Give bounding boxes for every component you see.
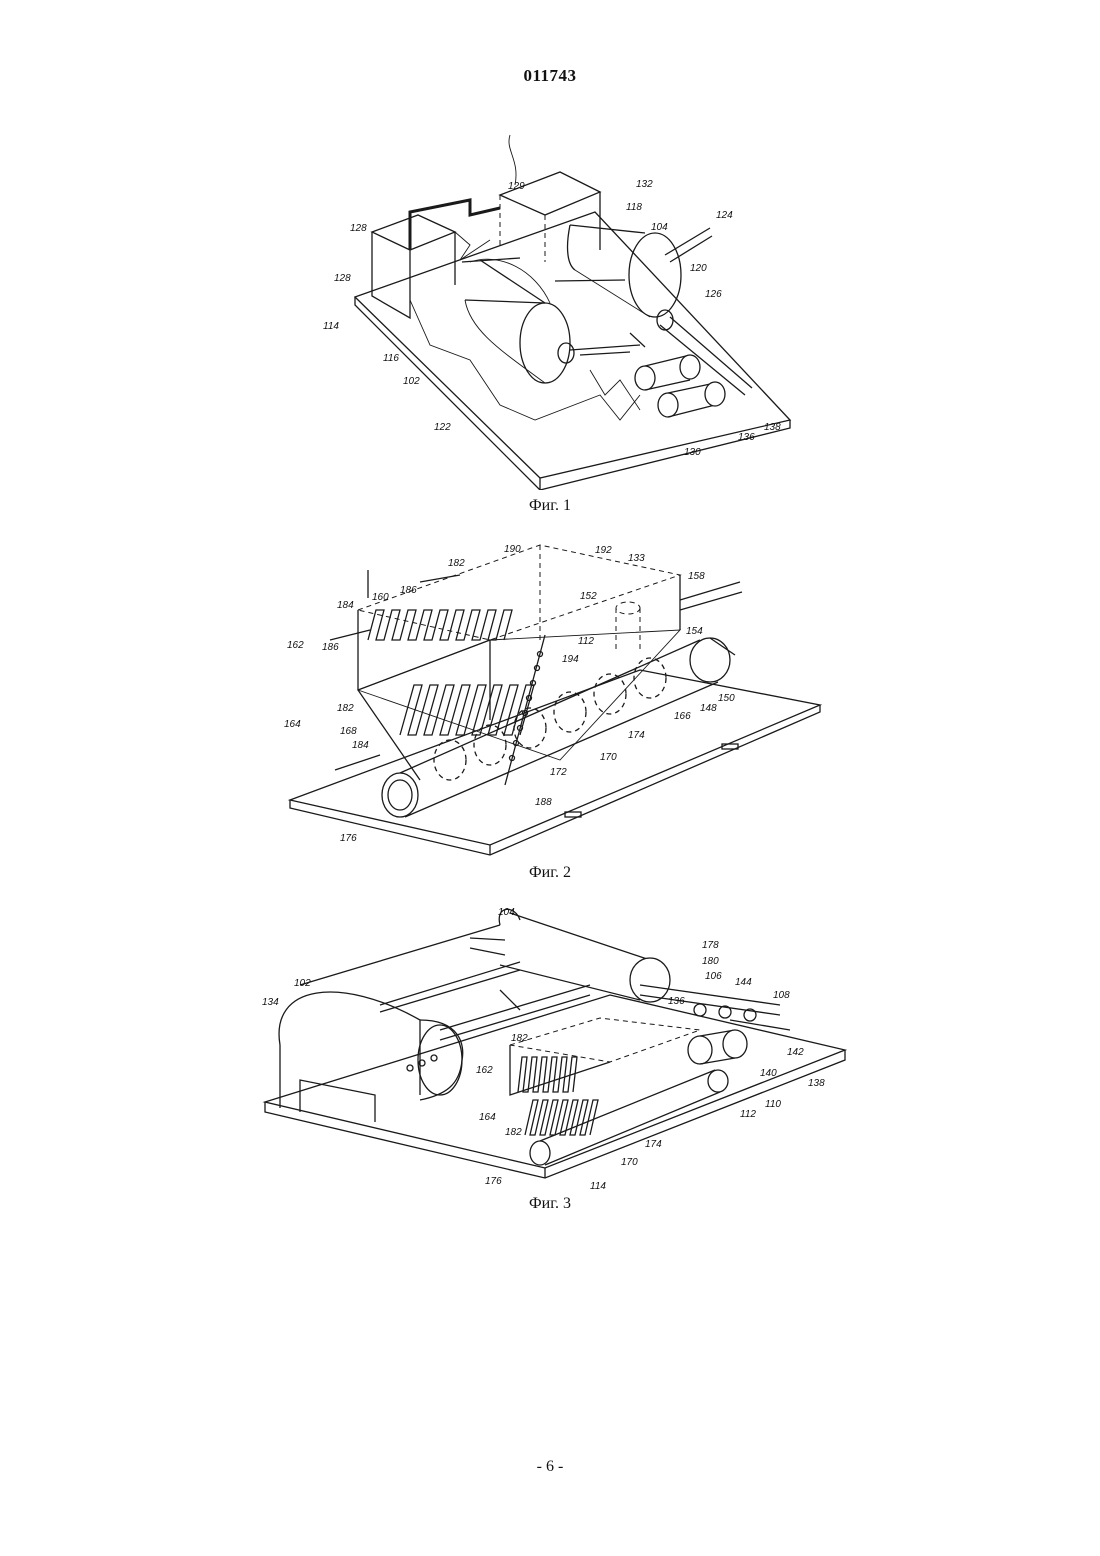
figure-1-label: 129 xyxy=(508,181,525,192)
figure-3-label: 108 xyxy=(773,990,790,1001)
figure-1-drawing: 129 132 118 124 104 128 128 120 126 114 … xyxy=(0,120,1100,490)
figure-2-label: 184 xyxy=(337,600,354,611)
figure-2-label: 194 xyxy=(562,654,579,665)
figure-3-label: 178 xyxy=(702,940,719,951)
figure-1-label: 130 xyxy=(684,447,701,458)
figure-3-label: 142 xyxy=(787,1047,804,1058)
figure-3-label: 136 xyxy=(668,996,685,1007)
figure-3-label: 176 xyxy=(485,1176,502,1187)
figure-1-label: 128 xyxy=(350,223,367,234)
figure-3-label: 182 xyxy=(511,1033,528,1044)
figure-2-label: 190 xyxy=(504,544,521,555)
figure-3-label: 110 xyxy=(765,1099,781,1110)
figure-3-caption: Фиг. 3 xyxy=(0,1195,1100,1213)
figure-1-label: 128 xyxy=(334,273,351,284)
figure-2-label: 166 xyxy=(674,711,691,722)
figure-1-label: 114 xyxy=(323,321,339,332)
figure-1-label: 122 xyxy=(434,422,451,433)
figure-2-label: 158 xyxy=(688,571,705,582)
figure-2-label: 154 xyxy=(686,626,703,637)
figure-1-caption: Фиг. 1 xyxy=(0,497,1100,515)
figure-1-label: 126 xyxy=(705,289,722,300)
figure-1-label: 102 xyxy=(403,376,420,387)
figure-3-label: 140 xyxy=(760,1068,777,1079)
figure-3-label: 102 xyxy=(294,978,311,989)
figure-3-label: 104 xyxy=(498,907,515,918)
figure-2-label: 172 xyxy=(550,767,567,778)
figure-2-label: 182 xyxy=(448,558,465,569)
figure-2-label: 164 xyxy=(284,719,301,730)
figure-3-label: 144 xyxy=(735,977,752,988)
figure-2-label: 162 xyxy=(287,640,304,651)
figure-3-label: 106 xyxy=(705,971,722,982)
figure-3-label: 134 xyxy=(262,997,279,1008)
figure-2-label: 176 xyxy=(340,833,357,844)
document-number: 011743 xyxy=(0,66,1100,86)
figure-3-label: 182 xyxy=(505,1127,522,1138)
figure-3-label: 170 xyxy=(621,1157,638,1168)
figure-2-label: 160 xyxy=(372,592,389,603)
figure-2-label: 188 xyxy=(535,797,552,808)
figure-3-label: 164 xyxy=(479,1112,496,1123)
page-footer-number: - 6 - xyxy=(0,1458,1100,1476)
figure-2-label: 186 xyxy=(400,585,417,596)
figure-1-label: 118 xyxy=(626,202,642,213)
figure-1-label: 132 xyxy=(636,179,653,190)
figure-1-label: 104 xyxy=(651,222,668,233)
figure-2-label: 133 xyxy=(628,553,645,564)
figure-2-label: 186 xyxy=(322,642,339,653)
figure-1-label: 124 xyxy=(716,210,733,221)
figure-3-label: 180 xyxy=(702,956,719,967)
figure-2-label: 150 xyxy=(718,693,735,704)
figure-2-label: 170 xyxy=(600,752,617,763)
figure-3-label: 114 xyxy=(590,1181,606,1192)
figure-1-label: 136 xyxy=(738,432,755,443)
figure-2-caption: Фиг. 2 xyxy=(0,864,1100,882)
figure-2-label: 168 xyxy=(340,726,357,737)
figure-2-label: 184 xyxy=(352,740,369,751)
figure-2-label: 174 xyxy=(628,730,645,741)
figure-2-drawing: 190 192 133 182 186 160 184 158 152 162 … xyxy=(0,530,1100,860)
figure-1-label: 116 xyxy=(383,353,399,364)
figure-2-label: 112 xyxy=(578,636,594,647)
figure-3-label: 138 xyxy=(808,1078,825,1089)
figure-3-label: 162 xyxy=(476,1065,493,1076)
figure-2-label: 182 xyxy=(337,703,354,714)
figure-2-label: 148 xyxy=(700,703,717,714)
figure-3-label: 174 xyxy=(645,1139,662,1150)
figure-2-label: 192 xyxy=(595,545,612,556)
figure-3-label: 112 xyxy=(740,1109,756,1120)
figure-2-label: 152 xyxy=(580,591,597,602)
figure-1-label: 120 xyxy=(690,263,707,274)
figure-1-label: 138 xyxy=(764,422,781,433)
figure-3-drawing: 104 178 180 106 144 108 102 134 136 182 … xyxy=(0,895,1100,1195)
